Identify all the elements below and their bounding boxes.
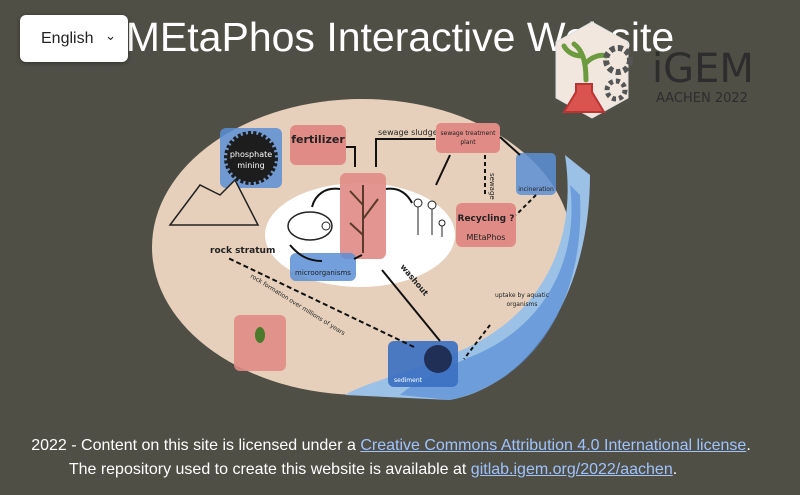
microorganisms-label: microorganisms bbox=[295, 269, 351, 277]
recycling-label: Recycling ? bbox=[458, 214, 515, 224]
cycle-arrows bbox=[227, 136, 537, 360]
organisms-label: organisms bbox=[506, 301, 537, 308]
chevron-down-icon: ⌄ bbox=[105, 28, 116, 43]
gear-icon-small bbox=[604, 78, 628, 102]
incineration-box[interactable] bbox=[516, 153, 556, 195]
footer-license-suffix: . bbox=[746, 437, 751, 454]
pig-icon[interactable] bbox=[287, 211, 333, 241]
footer-repo-suffix: . bbox=[672, 461, 678, 478]
rock-stratum-icon[interactable] bbox=[168, 178, 260, 226]
fertilizer-label: fertilizer bbox=[291, 133, 345, 146]
language-select-value: English bbox=[41, 29, 94, 47]
language-select[interactable]: English ⌄ bbox=[20, 15, 128, 62]
microorganisms-box[interactable] bbox=[290, 253, 356, 281]
metaphos-label: MEtaPhos bbox=[467, 233, 506, 242]
sewage-sludge-label: sewage sludge bbox=[378, 128, 438, 137]
fertilizer-box[interactable] bbox=[290, 125, 346, 165]
plant-label: plant bbox=[460, 139, 476, 146]
recycling-box[interactable] bbox=[456, 203, 516, 247]
footer-license-prefix: 2022 - Content on this site is licensed … bbox=[31, 437, 361, 454]
igem-aachen-logo[interactable]: iGEM AACHEN 2022 bbox=[552, 20, 800, 122]
incineration-label: incineration bbox=[518, 186, 554, 193]
license-link[interactable]: Creative Commons Attribution 4.0 Interna… bbox=[360, 437, 747, 454]
repo-link[interactable]: gitlab.igem.org/2022/aachen bbox=[470, 461, 673, 478]
mining-gear-icon bbox=[224, 131, 278, 185]
uptake-label: uptake by aquatic bbox=[495, 292, 549, 299]
logo-subtitle: AACHEN 2022 bbox=[656, 91, 748, 106]
rock-stratum-label: rock stratum bbox=[210, 246, 275, 256]
sediment-label: sediment bbox=[394, 377, 423, 384]
flask-icon bbox=[562, 83, 606, 113]
phosphorus-cycle-diagram: phosphate mining fertilizer sewage sludg… bbox=[152, 99, 590, 400]
family-icon[interactable] bbox=[413, 198, 446, 237]
footer-license-line: 2022 - Content on this site is licensed … bbox=[0, 437, 791, 455]
sediment-icon bbox=[424, 345, 452, 373]
sewage-treatment-box[interactable] bbox=[436, 123, 500, 153]
plant-icon bbox=[349, 185, 379, 253]
logo-igem-text: iGEM bbox=[652, 46, 754, 92]
footer-repo-prefix: The repository used to create this websi… bbox=[68, 461, 471, 478]
pig-snout bbox=[321, 221, 331, 231]
phosphate-label: phosphate bbox=[230, 150, 272, 159]
river-inner bbox=[400, 185, 581, 400]
mining-label: mining bbox=[237, 161, 264, 170]
gear-icon bbox=[603, 45, 633, 75]
sewage-label: sewage bbox=[488, 173, 496, 200]
footer-repo-line: The repository used to create this websi… bbox=[0, 461, 773, 479]
sewage-treatment-label: sewage treatment bbox=[441, 130, 497, 137]
bacterium-icon bbox=[255, 327, 265, 343]
